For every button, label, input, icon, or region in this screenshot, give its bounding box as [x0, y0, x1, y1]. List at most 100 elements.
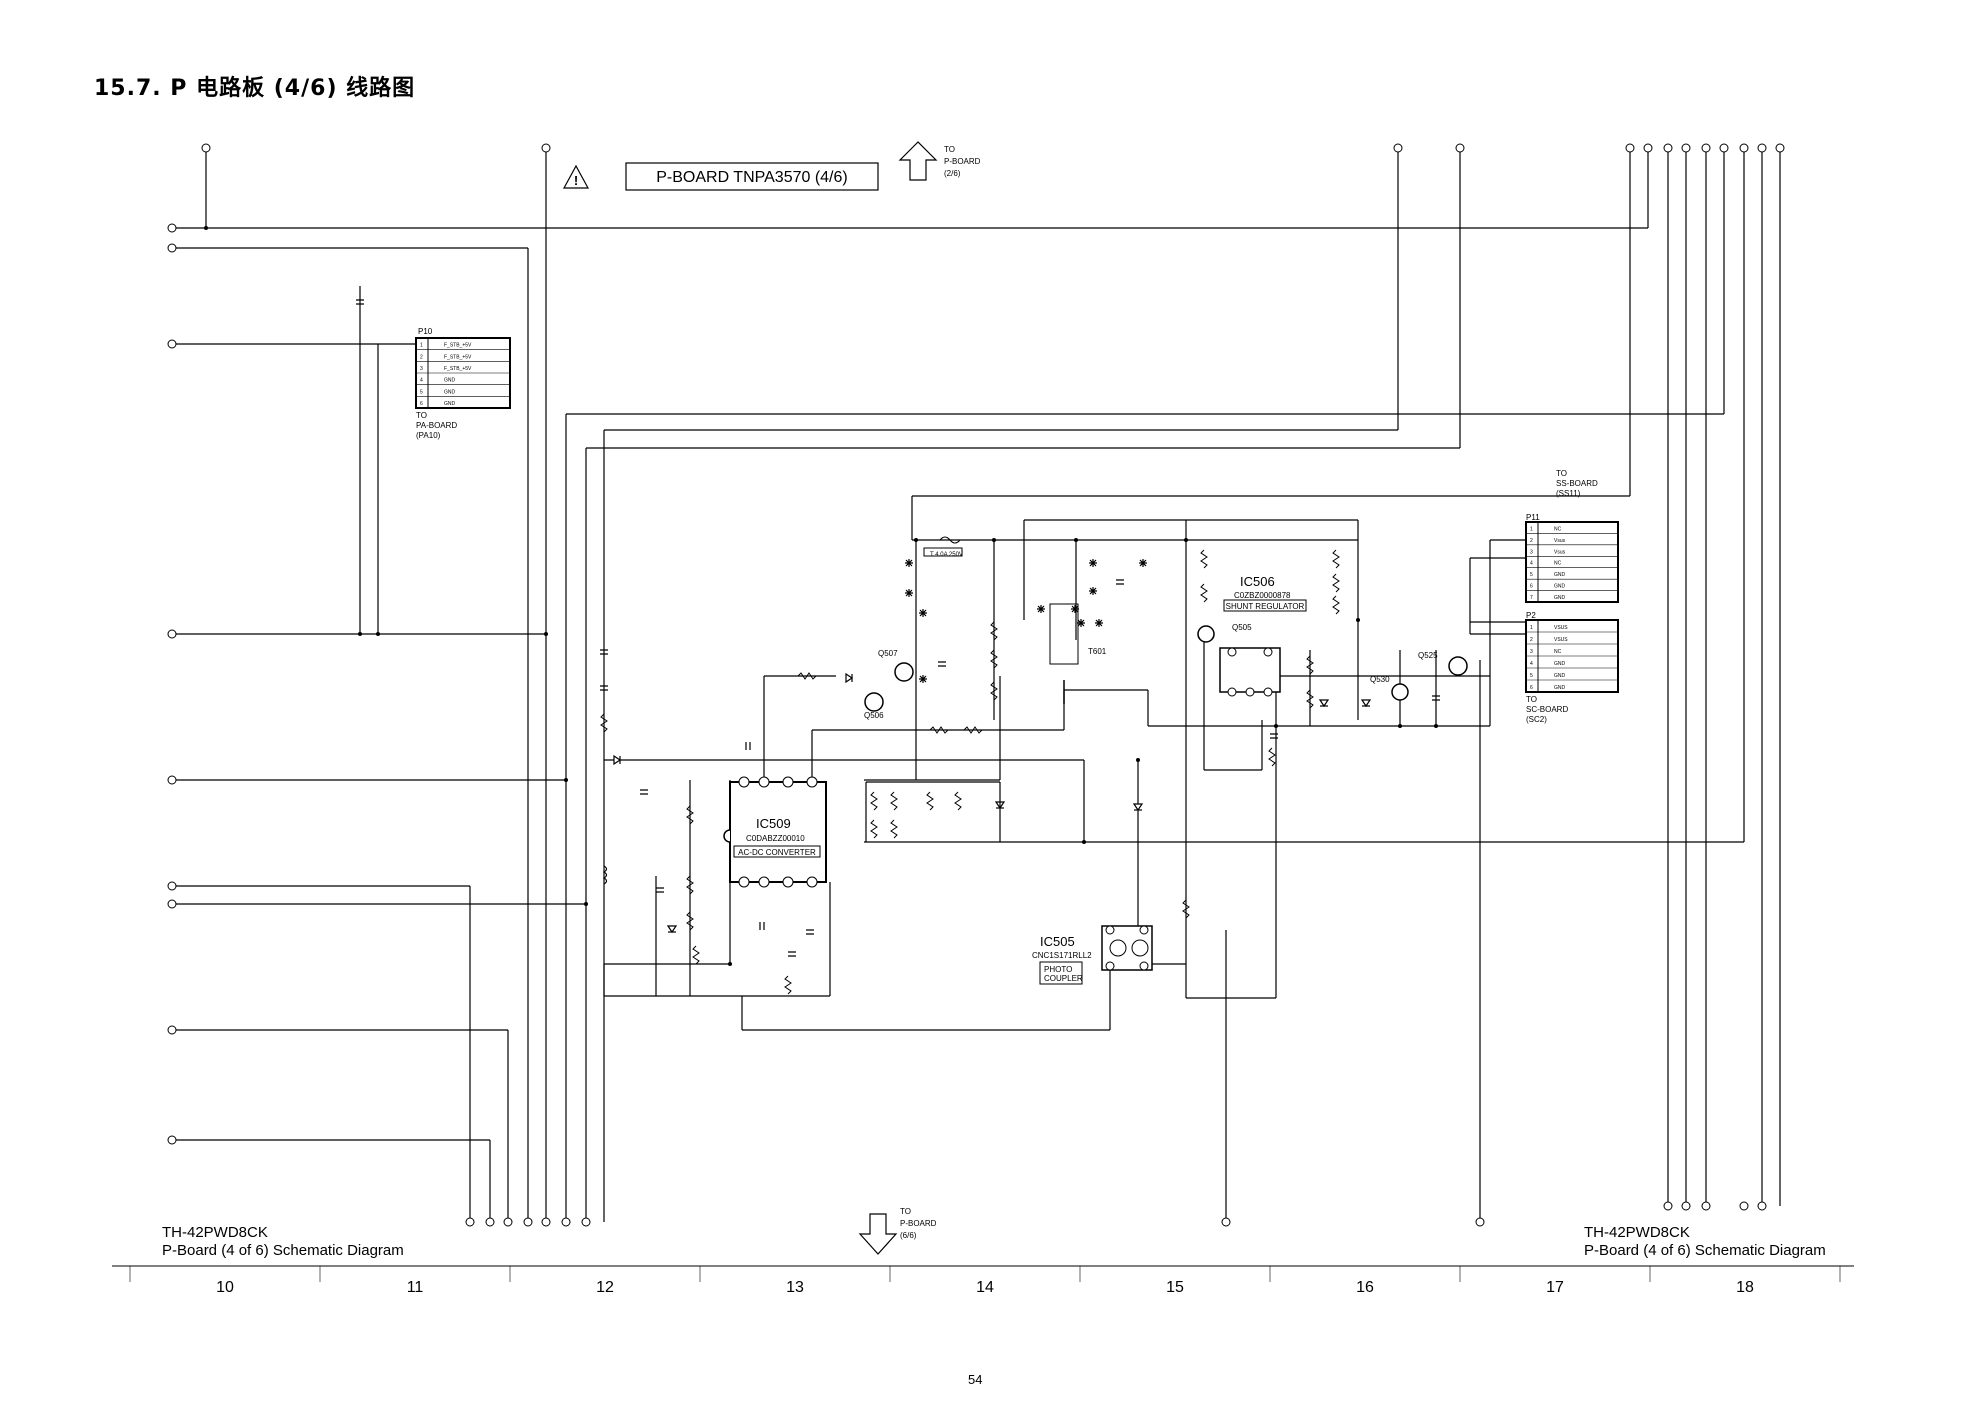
grid-column-label: 16 — [1356, 1279, 1374, 1296]
svg-text:P11: P11 — [1526, 513, 1540, 522]
wires — [172, 148, 1781, 1222]
pin-number: 2 — [1530, 637, 1533, 643]
grid-column-label: 10 — [216, 1279, 234, 1296]
grid-column-label: 17 — [1546, 1279, 1564, 1296]
arrow-down-icon — [858, 1213, 898, 1255]
svg-text:SS-BOARD: SS-BOARD — [1556, 479, 1598, 488]
pin-label: F_STB_+5V — [444, 366, 472, 372]
ground-rails — [603, 780, 1001, 997]
pin-number: 6 — [1530, 685, 1533, 691]
svg-text:Q506: Q506 — [864, 711, 884, 720]
inductors — [602, 865, 608, 885]
svg-text:SC-BOARD: SC-BOARD — [1526, 705, 1568, 714]
pin-label: GND — [444, 401, 456, 407]
svg-text:P-BOARD: P-BOARD — [900, 1219, 937, 1228]
svg-text:!: ! — [574, 173, 578, 188]
svg-text:Q525: Q525 — [1418, 651, 1438, 660]
pin-label: VSUS — [1554, 625, 1568, 631]
pin-label: GND — [1554, 685, 1566, 691]
svg-text:(6/6): (6/6) — [900, 1231, 917, 1240]
pin-number: 5 — [1530, 673, 1533, 679]
pin-label: NC — [1554, 649, 1562, 655]
svg-text:TO: TO — [1526, 695, 1537, 704]
transformer-t601: T601 — [1049, 603, 1107, 704]
svg-text:C0ZBZ0000878: C0ZBZ0000878 — [1234, 591, 1291, 600]
pin-number: 6 — [420, 401, 423, 407]
pin-number: 3 — [1530, 549, 1533, 555]
svg-text:(SC2): (SC2) — [1526, 715, 1547, 724]
pin-number: 2 — [1530, 538, 1533, 544]
pin-label: F_STB_+5V — [444, 354, 472, 360]
pin-number: 4 — [1530, 561, 1533, 567]
svg-text:TO: TO — [416, 411, 427, 420]
svg-text:IC505: IC505 — [1040, 934, 1075, 949]
svg-text:SHUNT REGULATOR: SHUNT REGULATOR — [1226, 602, 1305, 611]
pin-number: 2 — [420, 354, 423, 360]
svg-text:Q507: Q507 — [878, 649, 898, 658]
ic509: IC509 C0DABZZ00010 AC-DC CONVERTER — [723, 776, 827, 888]
svg-text:T 4.0A 250V: T 4.0A 250V — [930, 552, 963, 558]
pin-number: 3 — [1530, 649, 1533, 655]
pin-number: 1 — [1530, 526, 1533, 532]
svg-text:Q505: Q505 — [1232, 623, 1252, 632]
svg-text:P-BOARD: P-BOARD — [944, 157, 981, 166]
model-block-left: TH-42PWD8CK P-Board (4 of 6) Schematic D… — [162, 1224, 404, 1260]
pin-number: 6 — [1530, 584, 1533, 590]
svg-text:TO: TO — [1556, 469, 1567, 478]
board-title: P-BOARD TNPA3570 (4/6) — [656, 169, 847, 186]
arrow-up-icon — [898, 141, 938, 181]
svg-text:T601: T601 — [1088, 647, 1107, 656]
transistors: Q507 Q506 Q505 Q530 Q525 — [864, 623, 1468, 720]
pin-label: F_STB_+5V — [444, 343, 472, 349]
terminals — [167, 143, 1785, 1227]
pin-number: 3 — [420, 366, 423, 372]
pin-number: 7 — [1530, 595, 1533, 601]
pin-label: Vsus — [1554, 549, 1566, 555]
svg-text:P10: P10 — [418, 327, 433, 336]
pin-label: VSUS — [1554, 637, 1568, 643]
pin-label: GND — [444, 389, 456, 395]
resistors — [600, 549, 1340, 995]
pin-label: Vsus — [1554, 538, 1566, 544]
pin-label: GND — [1554, 584, 1566, 590]
svg-text:C0DABZZ00010: C0DABZZ00010 — [746, 834, 805, 843]
page-title: 15.7. P 电路板 (4/6) 线路图 — [94, 76, 416, 101]
grid-column-label: 18 — [1736, 1279, 1754, 1296]
pin-number: 4 — [420, 378, 423, 384]
svg-text:(PA10): (PA10) — [416, 431, 441, 440]
svg-text:IC506: IC506 — [1240, 574, 1275, 589]
svg-text:Q530: Q530 — [1370, 675, 1390, 684]
capacitors — [356, 299, 1440, 957]
svg-text:P2: P2 — [1526, 611, 1536, 620]
fuse: T 4.0A 250V — [923, 536, 963, 558]
pin-label: GND — [1554, 673, 1566, 679]
to-p-board-top: TO P-BOARD (2/6) — [898, 141, 981, 181]
grid-column-label: 14 — [976, 1279, 994, 1296]
ic506: IC506 C0ZBZ0000878 SHUNT REGULATOR — [1219, 574, 1307, 697]
pin-number: 1 — [1530, 625, 1533, 631]
grid-column-label: 12 — [596, 1279, 614, 1296]
pin-label: GND — [1554, 661, 1566, 667]
board-title-group: ! P-BOARD TNPA3570 (4/6) — [562, 162, 879, 191]
pin-number: 1 — [420, 343, 423, 349]
svg-text:TO: TO — [900, 1207, 911, 1216]
pin-label: NC — [1554, 561, 1562, 567]
svg-text:AC-DC CONVERTER: AC-DC CONVERTER — [738, 848, 816, 857]
pin-label: NC — [1554, 526, 1562, 532]
model-caption: P-Board (4 of 6) Schematic Diagram — [1584, 1242, 1826, 1259]
svg-text:COUPLER: COUPLER — [1044, 974, 1083, 983]
grid-column-label: 11 — [407, 1279, 424, 1296]
spark-gaps — [905, 559, 1147, 683]
junction-dots — [204, 226, 1438, 966]
grid-column-label: 13 — [786, 1279, 804, 1296]
pin-label: GND — [444, 378, 456, 384]
model-caption: P-Board (4 of 6) Schematic Diagram — [162, 1242, 404, 1259]
